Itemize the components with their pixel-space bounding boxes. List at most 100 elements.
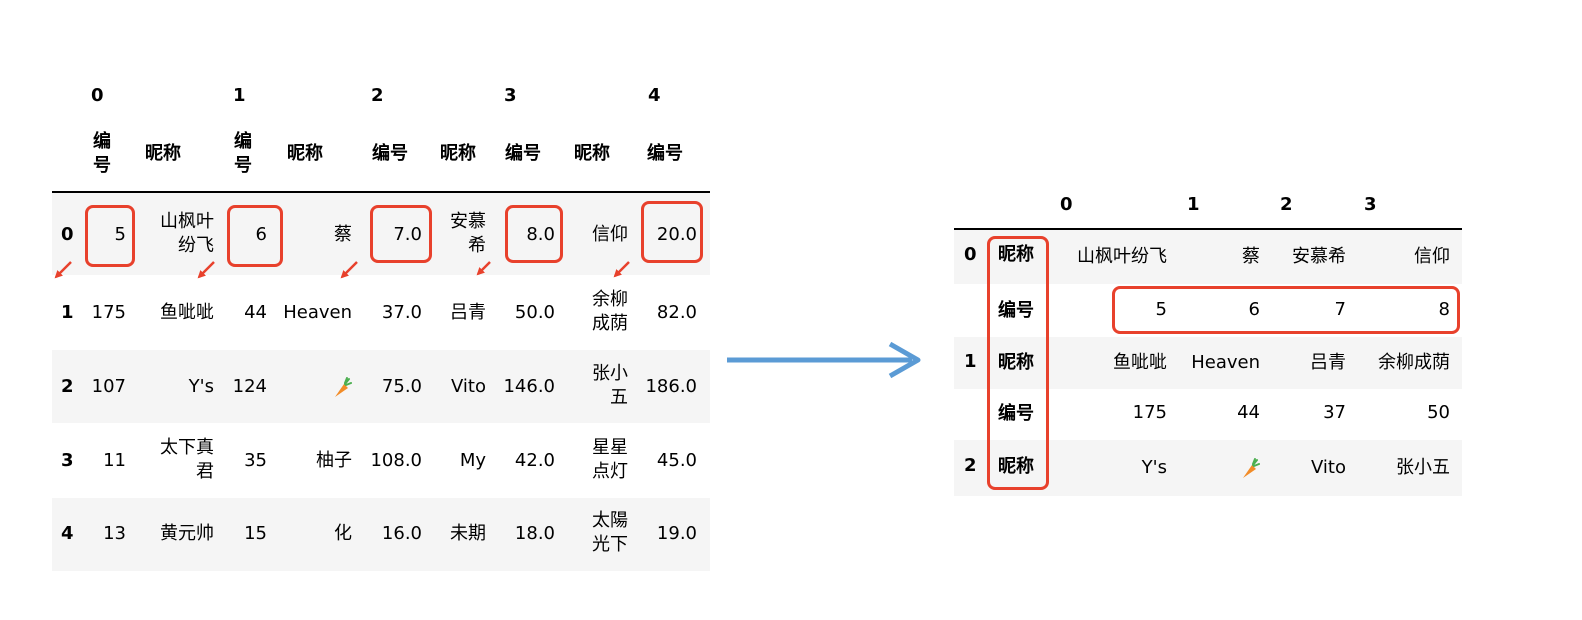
row-label: 编号 <box>998 300 1034 321</box>
table-cell: 82.0 <box>656 302 697 323</box>
table-cell: 50.0 <box>514 302 555 323</box>
row-index: 1 <box>964 351 977 372</box>
table-cell: 吕青 <box>450 302 486 323</box>
highlight-box <box>227 205 283 267</box>
table-cell: 蔡 <box>1242 246 1260 267</box>
row-label: 昵称 <box>998 244 1034 265</box>
level1-header: 昵称 <box>440 143 476 164</box>
red-arrow <box>476 261 491 276</box>
table-cell: 13 <box>103 523 126 544</box>
row-label: 昵称 <box>998 352 1034 373</box>
red-arrow <box>613 261 630 278</box>
table-cell: 75.0 <box>381 376 422 397</box>
table-cell: 余柳成荫 <box>592 289 628 334</box>
column-header: 3 <box>1364 194 1377 215</box>
table-cell: Heaven <box>283 302 352 323</box>
red-arrow <box>340 261 358 279</box>
table-cell: 7 <box>1334 299 1346 320</box>
red-arrow <box>54 261 72 279</box>
row-index: 4 <box>61 523 74 544</box>
highlight-box <box>85 205 135 267</box>
row-band <box>954 230 1462 284</box>
level1-header: 编号 <box>647 143 683 164</box>
level1-header: 昵称 <box>287 143 323 164</box>
table-cell: 37.0 <box>381 302 422 323</box>
table-cell: 8.0 <box>526 224 555 245</box>
table-cell: 18.0 <box>514 523 555 544</box>
table-cell: 175 <box>1132 402 1167 423</box>
table-cell: 45.0 <box>656 450 697 471</box>
table-cell: Y's <box>1141 457 1167 478</box>
blue-transform-arrow <box>727 341 921 379</box>
level0-header: 0 <box>91 85 104 106</box>
header-rule <box>52 191 710 193</box>
level1-header: 昵称 <box>574 143 610 164</box>
table-cell: 太陽光下 <box>592 510 628 555</box>
level1-header: 编号 <box>372 143 408 164</box>
highlight-box <box>641 201 703 263</box>
table-cell: 37 <box>1323 402 1346 423</box>
table-cell: 安慕希 <box>1292 246 1346 267</box>
table-cell: 未期 <box>450 523 486 544</box>
table-cell: 5 <box>1155 299 1167 320</box>
table-cell: Y's <box>188 376 214 397</box>
table-cell: 山枫叶纷飞 <box>1077 246 1167 267</box>
table-cell: Heaven <box>1191 352 1260 373</box>
table-cell: 186.0 <box>645 376 697 397</box>
level1-header: 编号 <box>93 131 111 176</box>
table-cell: 化 <box>334 523 352 544</box>
header-rule <box>954 228 1462 230</box>
row-index: 0 <box>61 224 74 245</box>
table-cell: 108.0 <box>370 450 422 471</box>
table-cell: 星星点灯 <box>592 437 628 482</box>
level0-header: 3 <box>504 85 517 106</box>
id-row-highlight <box>1112 286 1460 334</box>
level1-header: 昵称 <box>145 143 181 164</box>
table-cell: 42.0 <box>514 450 555 471</box>
row-band <box>52 498 710 571</box>
table-cell: 5 <box>114 224 126 245</box>
row-index: 2 <box>964 455 977 476</box>
carrot-icon <box>1240 456 1260 480</box>
table-cell: 山枫叶纷飞 <box>160 211 214 256</box>
table-cell: 124 <box>232 376 267 397</box>
column-header: 1 <box>1187 194 1200 215</box>
table-cell: 太下真君 <box>160 437 214 482</box>
table-cell: 安慕希 <box>450 211 486 256</box>
table-cell: 8 <box>1438 299 1450 320</box>
row-band <box>954 337 1462 389</box>
table-cell: 鱼呲呲 <box>1113 352 1167 373</box>
table-cell: 44 <box>1237 402 1260 423</box>
row-index: 1 <box>61 302 74 323</box>
table-cell: 张小五 <box>1396 457 1450 478</box>
row-index: 0 <box>964 244 977 265</box>
highlight-box <box>505 205 563 263</box>
table-cell: 张小五 <box>592 363 628 408</box>
row-band <box>52 350 710 423</box>
table-cell: 蔡 <box>334 224 352 245</box>
table-cell: 黄元帅 <box>160 523 214 544</box>
table-cell: 鱼呲呲 <box>160 302 214 323</box>
level0-header: 2 <box>371 85 384 106</box>
table-cell: 吕青 <box>1310 352 1346 373</box>
level1-header: 编号 <box>505 143 541 164</box>
table-cell: 146.0 <box>503 376 555 397</box>
table-cell: 19.0 <box>656 523 697 544</box>
table-cell: 11 <box>103 450 126 471</box>
column-header: 2 <box>1280 194 1293 215</box>
table-cell: Vito <box>451 376 486 397</box>
row-label: 编号 <box>998 403 1034 424</box>
table-cell: 柚子 <box>316 450 352 471</box>
table-cell: 6 <box>255 224 267 245</box>
highlight-box <box>370 205 432 263</box>
table-cell: 44 <box>244 302 267 323</box>
column-header: 0 <box>1060 194 1073 215</box>
carrot-icon <box>332 375 352 399</box>
small-red-arrows <box>54 261 630 279</box>
table-cell: 6 <box>1248 299 1260 320</box>
table-cell: My <box>459 450 486 471</box>
table-cell: 余柳成荫 <box>1378 352 1450 373</box>
table-cell: 175 <box>91 302 126 323</box>
table-cell: 信仰 <box>1414 246 1450 267</box>
